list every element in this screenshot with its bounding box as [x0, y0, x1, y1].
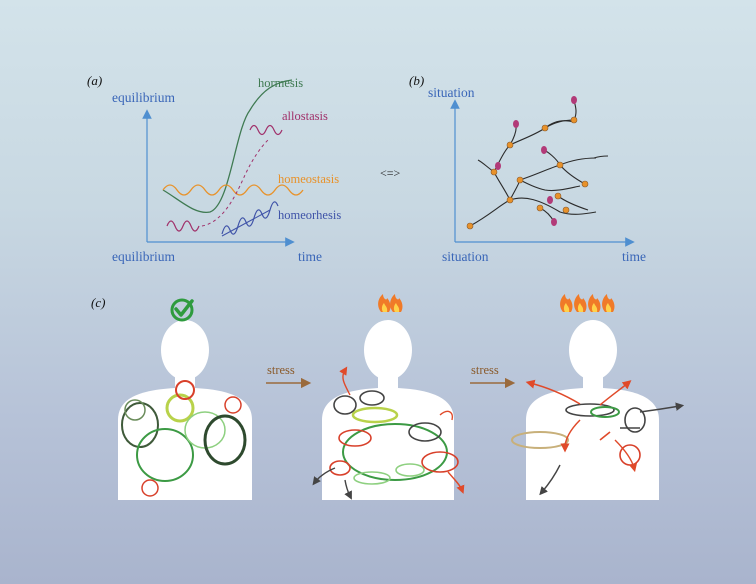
homeostasis-label: homeostasis — [278, 172, 340, 186]
stress-label-1: stress — [267, 363, 295, 377]
panel-c-tag: (c) — [91, 295, 106, 310]
figure-2-loops — [329, 390, 459, 485]
figure-1-loops — [121, 380, 247, 497]
tree-tips-magenta — [495, 96, 577, 226]
allostasis-wave-end — [249, 124, 283, 136]
hormesis-label: hormesis — [258, 76, 304, 90]
allostasis-dashed-path — [201, 139, 269, 227]
panel-a-y-label: equilibrium — [112, 90, 175, 105]
panel-b-x-label-right: time — [622, 249, 646, 264]
homeorhesis-wave — [221, 201, 279, 235]
homeorhesis-label: homeorhesis — [278, 208, 342, 222]
homeostasis-wave — [162, 184, 304, 196]
tree-nodes-orange — [466, 116, 589, 230]
allostasis-wave-start — [166, 220, 200, 232]
panel-a-tag: (a) — [87, 73, 103, 88]
equivalence-symbol: <=> — [380, 166, 401, 180]
panel-a-x-label-left: equilibrium — [112, 249, 175, 264]
panel-b-x-label-left: situation — [442, 249, 489, 264]
check-circle-icon — [170, 298, 194, 322]
panel-b-tag: (b) — [409, 73, 425, 88]
panel-a-x-label-right: time — [298, 249, 322, 264]
flame-icons-4 — [560, 294, 615, 312]
silhouette-2 — [322, 320, 454, 500]
hormesis-curve — [162, 79, 293, 213]
stress-label-2: stress — [471, 363, 499, 377]
panel-b-y-label: situation — [428, 85, 475, 100]
allostasis-label: allostasis — [282, 109, 328, 123]
figure-3-loops — [511, 403, 646, 466]
flame-icons-2 — [378, 294, 403, 312]
